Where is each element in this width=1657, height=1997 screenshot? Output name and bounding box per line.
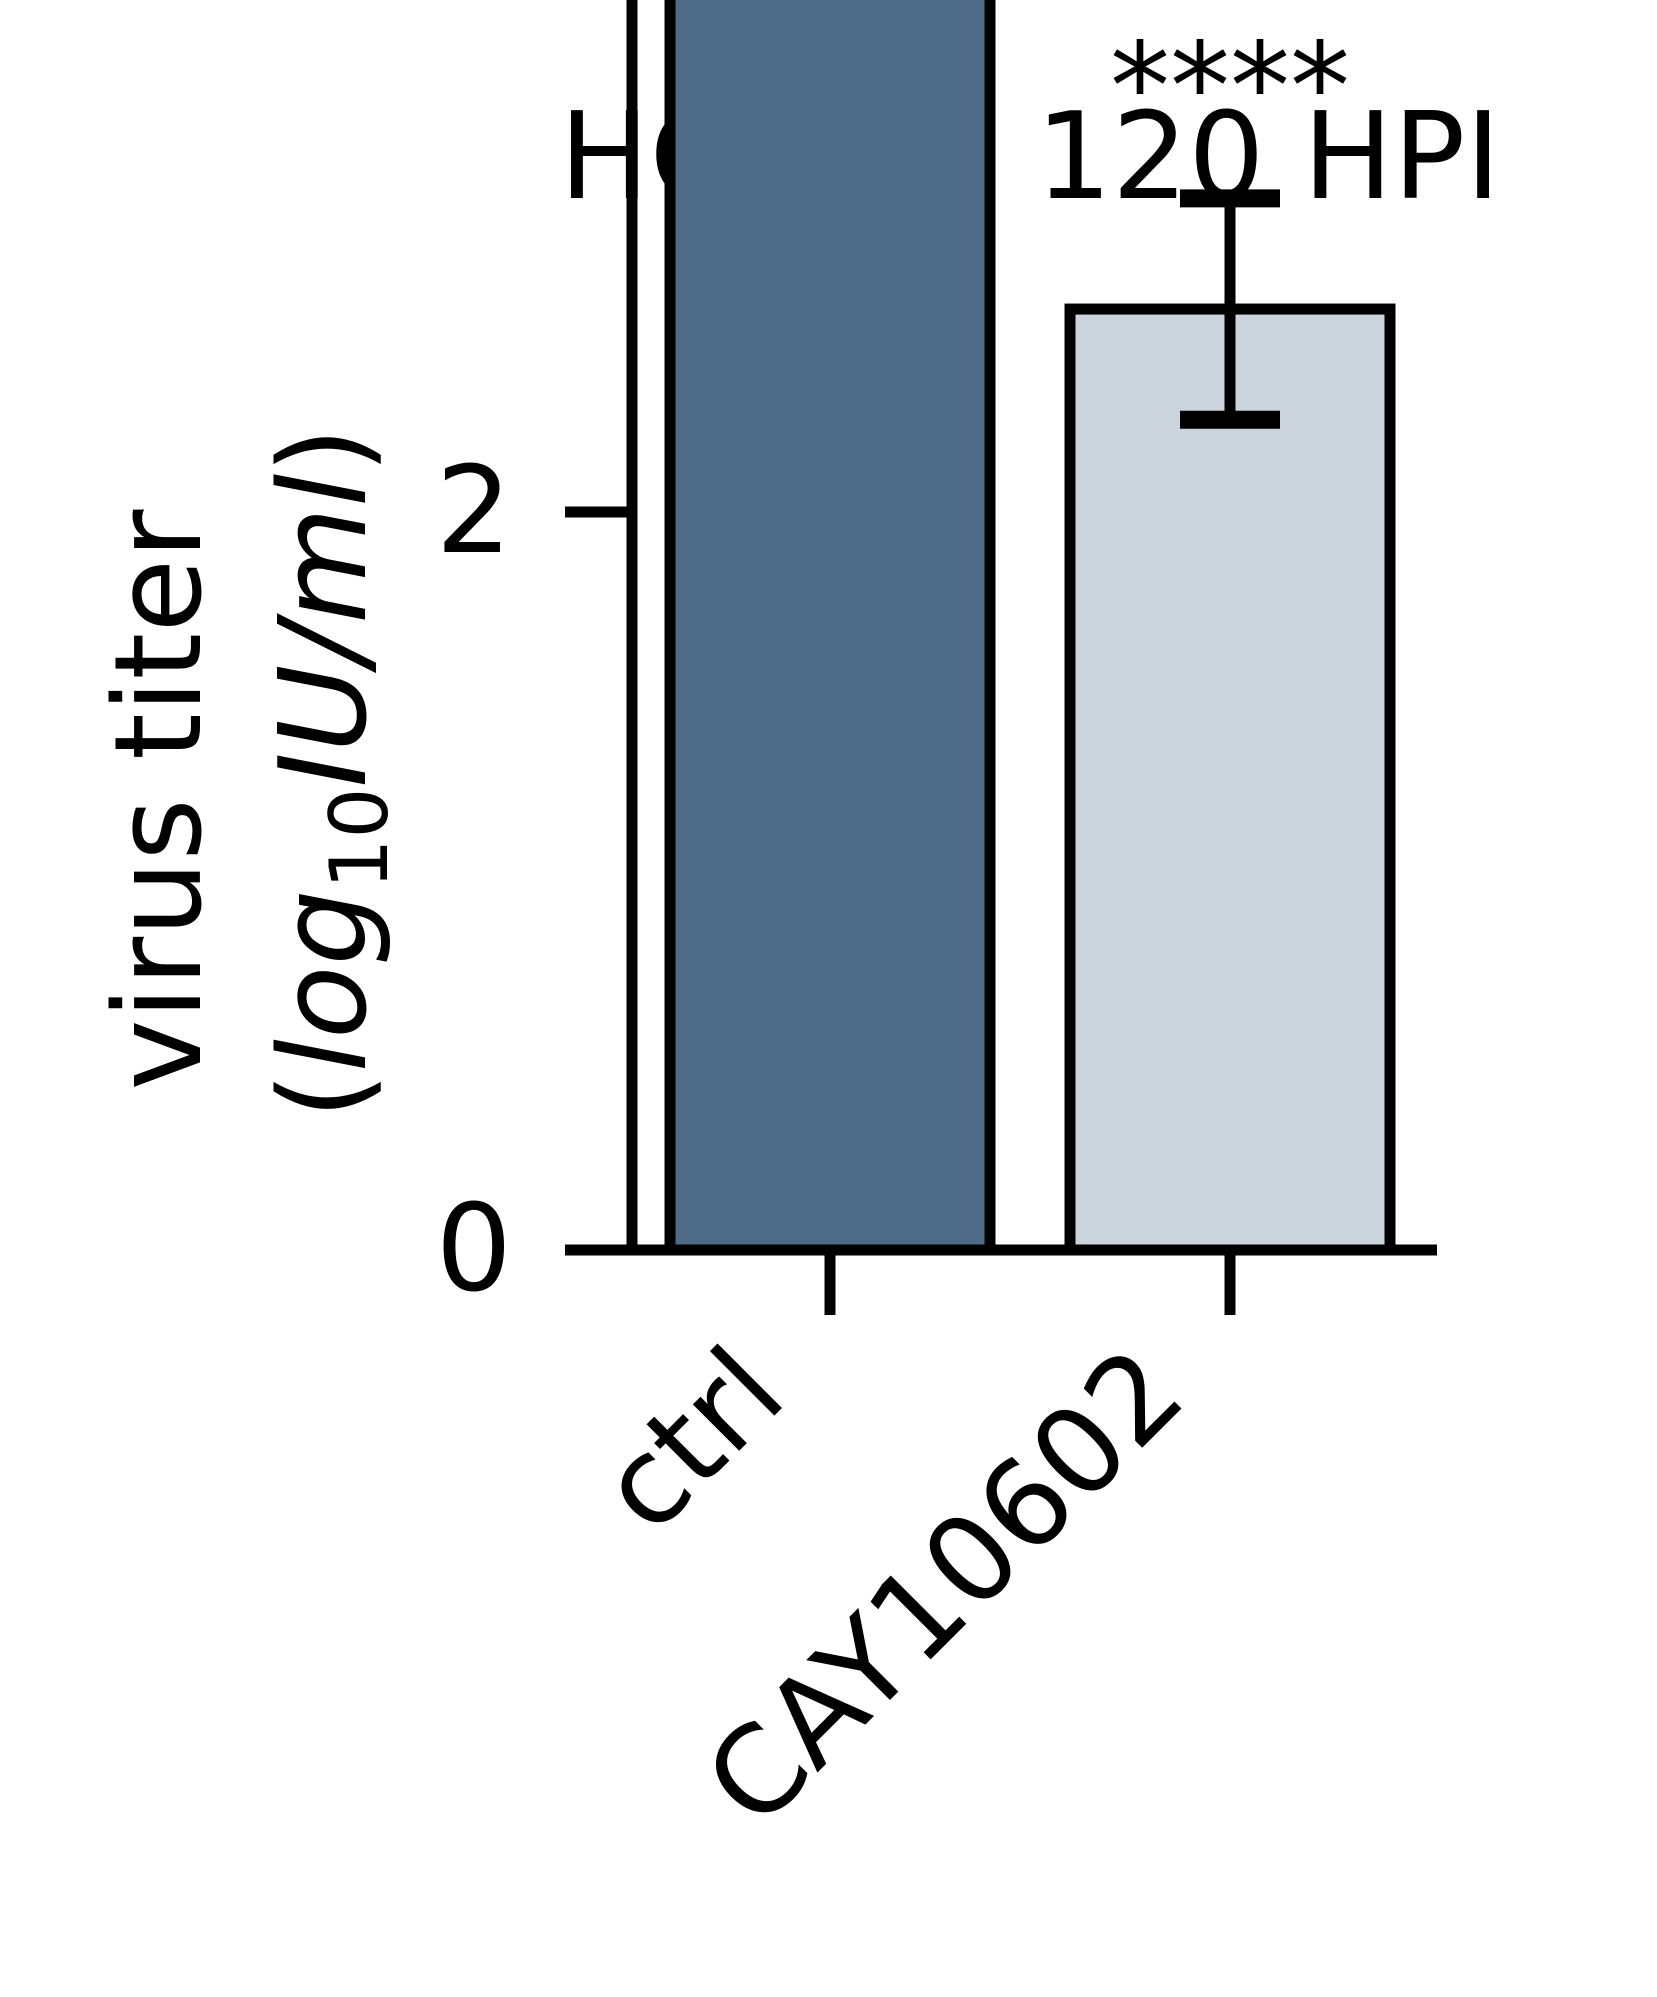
bar-cay10602 [1064, 303, 1396, 1256]
y-axis-label-line2: (log10IU/ml) [255, 427, 406, 1119]
y-axis-ticks: 024 [436, 442, 632, 1319]
bar-ctrl [664, 0, 996, 1256]
y-axis-label: virus titer (log10IU/ml) [90, 427, 406, 1119]
error-bars [1180, 189, 1280, 429]
y-tick-label: 0 [436, 1180, 512, 1319]
significance-annotations: **** [1110, 18, 1350, 157]
y-axis-label-line1: virus titer [90, 509, 229, 1091]
bars [664, 0, 1396, 1256]
x-tick-label: ctrl [574, 1322, 811, 1559]
y-tick-label: 2 [436, 442, 512, 581]
significance-label: **** [1110, 18, 1350, 157]
